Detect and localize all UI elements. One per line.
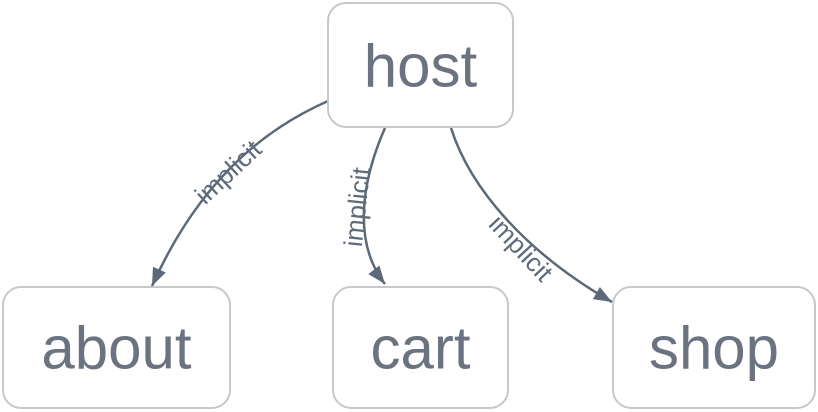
node-host-label: host bbox=[364, 33, 478, 100]
node-host: host bbox=[327, 2, 514, 128]
node-cart-box bbox=[332, 286, 509, 409]
node-about-label: about bbox=[41, 315, 191, 382]
node-about-box bbox=[2, 286, 231, 409]
node-host-box bbox=[327, 2, 514, 128]
node-cart-label: cart bbox=[370, 315, 470, 382]
edge-host-shop bbox=[449, 127, 613, 304]
edge-host-about-label: implicit bbox=[189, 133, 268, 210]
node-shop-box bbox=[612, 286, 816, 409]
edge-host-cart-label: implicit bbox=[338, 165, 376, 248]
edge-host-cart bbox=[362, 127, 387, 285]
edge-layer bbox=[150, 99, 613, 304]
edge-host-shop-label: implicit bbox=[483, 209, 560, 288]
node-shop-label: shop bbox=[649, 315, 779, 382]
node-about: about bbox=[2, 286, 231, 409]
node-cart: cart bbox=[332, 286, 509, 409]
node-shop: shop bbox=[612, 286, 816, 409]
edge-host-about bbox=[150, 99, 329, 287]
